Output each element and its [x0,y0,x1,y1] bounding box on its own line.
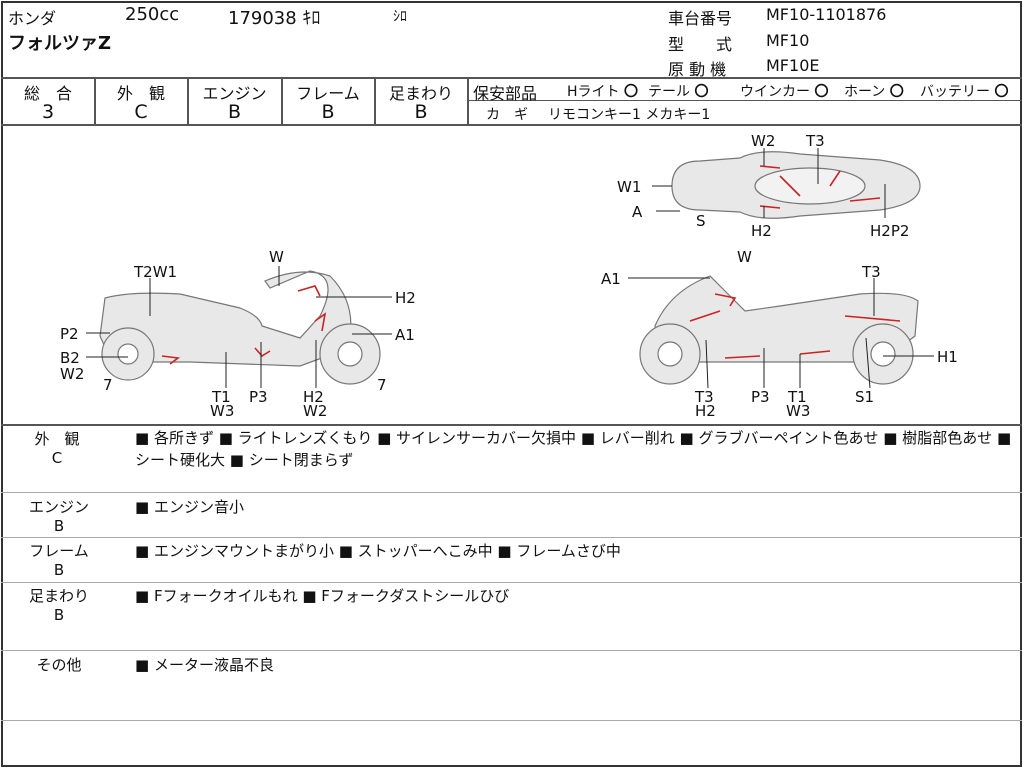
label: T3 [861,263,881,281]
grade-frame: B [321,101,335,123]
mileage: 179038 ｷﾛ [228,8,321,29]
keys-value: リモコンキー1 メカキー1 [548,107,711,123]
keys-label: カ ギ [486,107,528,123]
safety-tail: テール 〇 [648,84,709,100]
note-exterior-text: ■ 各所きず ■ ライトレンズくもり ■ サイレンサーカバー欠損中 ■ レバー削… [135,429,1012,469]
leader-lines [86,148,934,389]
grade-exterior-label: 外 観 [116,84,165,103]
note-engine-text: ■ エンジン音小 [135,498,244,516]
label: W3 [786,402,810,420]
label: 7 [103,376,113,394]
label: T2W1 [133,263,177,281]
safety-horn: ホーン 〇 [844,84,904,100]
label: S1 [855,388,874,406]
label: W2 [751,132,775,150]
model-name: フォルツァZ [8,33,112,54]
scooter-top-view [671,151,921,219]
label: T3 [805,132,825,150]
frame-no-label: 車台番号 [668,9,733,28]
label: P2 [60,325,79,343]
note-other-text: ■ メーター液晶不良 [135,656,274,674]
grade-suspension: B [414,101,428,123]
safety-battery: バッテリー 〇 [920,84,1009,100]
label: W1 [617,178,641,196]
safety-headlight: Hライト 〇 [567,84,638,100]
label: T1 [211,388,231,406]
label: W2 [60,365,84,383]
grade-engine: B [227,101,242,123]
label: W [269,248,284,266]
grade-overall: 3 [41,101,55,123]
type: MF10 [766,31,810,50]
grade-engine-label: エンジン [202,84,267,103]
note-frame-text: ■ エンジンマウントまがり小 ■ ストッパーへこみ中 ■ フレームさび中 [135,542,621,560]
note-other-label: その他 [36,656,82,674]
grade-overall-label: 総 合 [23,84,72,103]
label: H1 [937,348,958,366]
label: S [696,212,706,230]
scooter-left-side [99,270,381,385]
label: W2 [303,402,327,420]
label: H2 [751,222,772,240]
damage-diagram: T2W1 W H2 P2 A1 B2 W2 7 7 T1 W3 P3 H2 W2… [60,132,958,420]
safety-label: 保安部品 [473,84,538,103]
note-suspension-text: ■ Fフォークオイルもれ ■ Fフォークダストシールひび [135,587,510,605]
damage-marks [161,165,901,365]
label: 7 [377,376,387,394]
type-label: 型 式 [668,35,733,54]
label: P3 [249,388,268,406]
label: H2 [695,402,716,420]
safety-winker: ウインカー 〇 [740,84,829,100]
maker: ホンダ [8,9,57,28]
color: ｼﾛ [393,9,407,25]
engine-label: 原 動 機 [668,60,727,79]
label: A1 [601,270,621,288]
scooter-right-side [639,275,919,385]
label: H2P2 [870,222,909,240]
diagram-labels: T2W1 W H2 P2 A1 B2 W2 7 7 T1 W3 P3 H2 W2… [60,132,958,420]
label: T1 [787,388,807,406]
grade-exterior: C [134,101,148,123]
displacement: 250cc [125,4,180,25]
label: A [632,203,643,221]
label: A1 [395,326,415,344]
engine-model: MF10E [766,56,820,75]
grade-frame-label: フレーム [296,84,360,103]
label: W [737,248,752,266]
label: W3 [210,402,234,420]
label: B2 [60,349,80,367]
label: P3 [751,388,770,406]
label: H2 [303,388,324,406]
label: H2 [395,289,416,307]
label: T3 [694,388,714,406]
grade-suspension-label: 足まわり [388,84,453,103]
frame-no: MF10-1101876 [766,5,887,24]
